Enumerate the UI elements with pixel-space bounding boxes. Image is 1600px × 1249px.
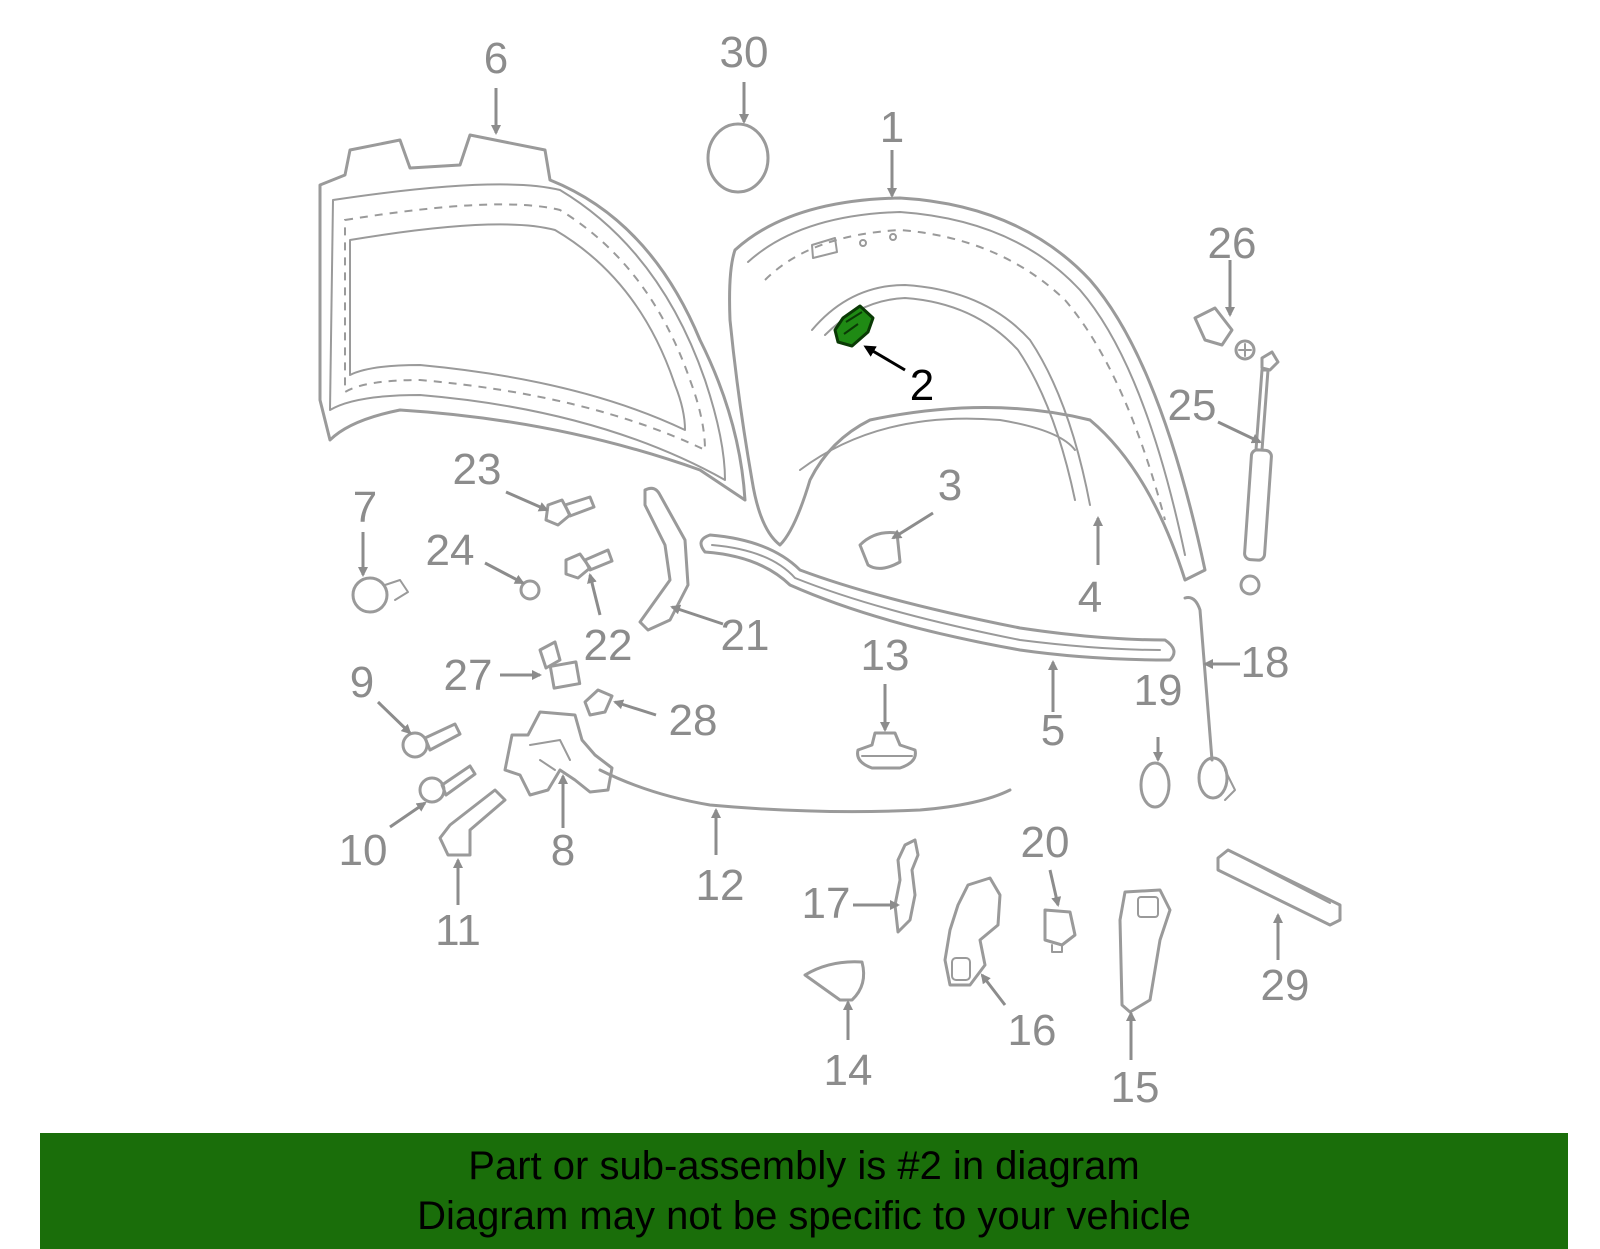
callout-30[interactable]: 30 bbox=[720, 28, 769, 77]
part-20-connector[interactable] bbox=[1043, 908, 1077, 953]
part-16-latch[interactable] bbox=[943, 876, 1002, 987]
callout-14[interactable]: 14 bbox=[824, 1046, 873, 1095]
part-9-bolt[interactable] bbox=[401, 722, 462, 759]
callout-12[interactable]: 12 bbox=[696, 861, 745, 910]
callout-20[interactable]: 20 bbox=[1021, 818, 1070, 867]
callout-23[interactable]: 23 bbox=[453, 445, 502, 494]
callout-2[interactable]: 2 bbox=[910, 361, 934, 410]
part-8-hood-latch[interactable] bbox=[503, 710, 614, 797]
callout-8[interactable]: 8 bbox=[551, 826, 575, 875]
callout-29[interactable]: 29 bbox=[1261, 961, 1310, 1010]
banner-line-2: Diagram may not be specific to your vehi… bbox=[417, 1194, 1191, 1238]
part-6-hood-insulator[interactable] bbox=[318, 133, 747, 502]
callout-13[interactable]: 13 bbox=[861, 631, 910, 680]
info-banner: Part or sub-assembly is #2 in diagram Di… bbox=[40, 1133, 1568, 1249]
callout-lines bbox=[358, 82, 1283, 1060]
part-14-bumper[interactable] bbox=[803, 960, 866, 1002]
part-10-bolt[interactable] bbox=[418, 764, 477, 804]
part-12-release-cable[interactable] bbox=[598, 768, 1012, 814]
part-1-hood-panel[interactable] bbox=[728, 196, 1207, 582]
part-18-prop-rod[interactable] bbox=[1183, 596, 1236, 801]
banner-line-1: Part or sub-assembly is #2 in diagram bbox=[468, 1144, 1140, 1188]
part-5-weatherstrip[interactable] bbox=[699, 533, 1176, 662]
callout-26[interactable]: 26 bbox=[1208, 219, 1257, 268]
part-2-highlighted[interactable] bbox=[833, 304, 875, 348]
part-15-handle[interactable] bbox=[1118, 888, 1172, 1014]
callout-22[interactable]: 22 bbox=[584, 621, 633, 670]
callout-25[interactable]: 25 bbox=[1168, 381, 1217, 430]
part-22-bolt[interactable] bbox=[564, 548, 614, 580]
callout-17[interactable]: 17 bbox=[802, 879, 851, 928]
part-30-round-seal[interactable] bbox=[706, 122, 770, 194]
callout-6[interactable]: 6 bbox=[484, 34, 508, 83]
callout-28[interactable]: 28 bbox=[669, 696, 718, 745]
callout-27[interactable]: 27 bbox=[444, 651, 493, 700]
part-23-bolt[interactable] bbox=[544, 495, 596, 527]
callout-4[interactable]: 4 bbox=[1078, 573, 1102, 622]
callout-10[interactable]: 10 bbox=[339, 826, 388, 875]
part-24-clip[interactable] bbox=[519, 579, 541, 601]
callout-1[interactable]: 1 bbox=[880, 103, 904, 152]
part-21-hinge[interactable] bbox=[638, 486, 690, 632]
part-19-grommet[interactable] bbox=[1139, 761, 1171, 809]
callout-18[interactable]: 18 bbox=[1241, 638, 1290, 687]
part-25-support-strut[interactable] bbox=[1239, 350, 1280, 596]
callout-16[interactable]: 16 bbox=[1008, 1006, 1057, 1055]
callout-24[interactable]: 24 bbox=[426, 526, 475, 575]
callout-numbers: 6 30 1 26 2 25 3 23 7 24 4 22 21 13 18 9… bbox=[339, 28, 1310, 1112]
callout-7[interactable]: 7 bbox=[353, 483, 377, 532]
callout-9[interactable]: 9 bbox=[350, 658, 374, 707]
part-27-switch[interactable] bbox=[538, 640, 582, 690]
part-11-bracket[interactable] bbox=[438, 788, 507, 857]
callout-3[interactable]: 3 bbox=[938, 461, 962, 510]
callout-19[interactable]: 19 bbox=[1134, 666, 1183, 715]
parts-diagram: 6 30 1 26 2 25 3 23 7 24 4 22 21 13 18 9… bbox=[318, 28, 1342, 1112]
part-3-bumper[interactable] bbox=[858, 531, 902, 570]
part-13-bumper[interactable] bbox=[856, 731, 917, 770]
part-7-plug[interactable] bbox=[351, 576, 409, 614]
callout-21[interactable]: 21 bbox=[721, 611, 770, 660]
callout-15[interactable]: 15 bbox=[1111, 1063, 1160, 1112]
callout-5[interactable]: 5 bbox=[1041, 706, 1065, 755]
part-17-bracket[interactable] bbox=[893, 838, 920, 934]
part-29-seal-strip[interactable] bbox=[1216, 848, 1342, 927]
callout-11[interactable]: 11 bbox=[435, 906, 481, 955]
part-28-pad[interactable] bbox=[583, 688, 614, 717]
part-26-push-pin[interactable] bbox=[1193, 306, 1256, 361]
